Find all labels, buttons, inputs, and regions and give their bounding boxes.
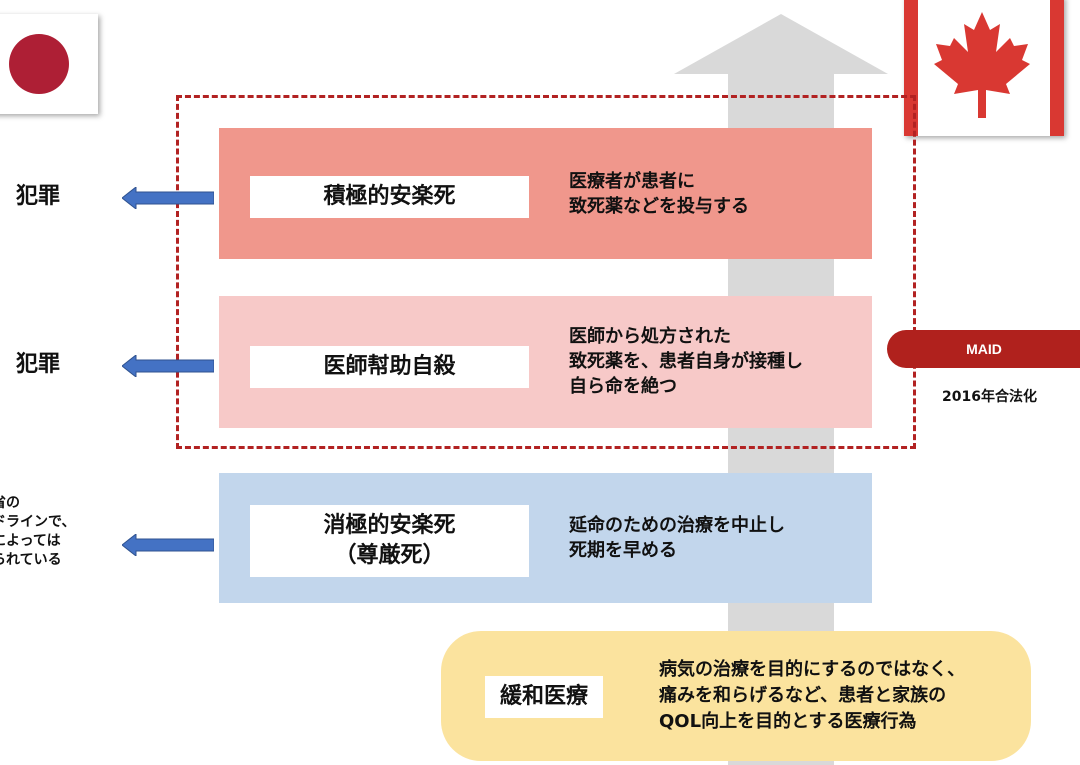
category-label-line1: 消極的安楽死 (323, 513, 456, 538)
canada-flag-bar-right (1050, 0, 1064, 136)
japan-flag-sun (9, 34, 69, 94)
progression-arrow-head (674, 14, 888, 74)
category-label-box: 緩和医療 (485, 676, 603, 718)
category-label: 医師幇助自殺 (323, 354, 456, 379)
band-active-euthanasia: 積極的安楽死 医療者が患者に 致死薬などを投与する (219, 128, 872, 259)
category-label-box: 積極的安楽死 (250, 176, 529, 218)
maid-badge-label: MAID (966, 341, 1002, 357)
maid-legalized-year: 2016年合法化 (942, 389, 1037, 405)
canada-flag-icon (904, 0, 1064, 136)
category-description: 延命のための治療を中止し 死期を早める (569, 515, 785, 561)
category-description: 医療者が患者に 致死薬などを投与する (569, 171, 749, 217)
japan-status-active: 犯罪 (16, 184, 61, 209)
maple-leaf-icon (934, 12, 1030, 118)
left-arrow-icon (122, 187, 214, 209)
maid-scope-dashed-box (176, 95, 916, 449)
category-label-line2: （尊厳死） (334, 543, 445, 568)
category-label-box: 消極的安楽死 （尊厳死） (250, 505, 529, 577)
band-passive-euthanasia: 消極的安楽死 （尊厳死） 延命のための治療を中止し 死期を早める (219, 473, 872, 603)
category-label: 積極的安楽死 (323, 184, 456, 209)
band-palliative-care: 緩和医療 病気の治療を目的にするのではなく、 痛みを和らげるなど、患者と家族の … (441, 631, 1031, 761)
left-arrow-icon (122, 534, 214, 556)
japan-flag-icon (0, 14, 98, 114)
japan-status-assisted: 犯罪 (16, 352, 61, 377)
category-description: 病気の治療を目的にするのではなく、 痛みを和らげるなど、患者と家族の QOL向上… (659, 659, 966, 732)
category-description: 医師から処方された 致死薬を、患者自身が接種し 自ら命を絶つ (569, 326, 803, 397)
band-physician-assisted-suicide: 医師幇助自殺 医師から処方された 致死薬を、患者自身が接種し 自ら命を絶つ (219, 296, 872, 428)
category-label: 緩和医療 (499, 684, 588, 709)
japan-status-passive: 労省の イドラインで、 合によっては められている (0, 495, 76, 568)
left-arrow-icon (122, 355, 214, 377)
category-label-box: 医師幇助自殺 (250, 346, 529, 388)
maid-badge: MAID (887, 330, 1080, 368)
